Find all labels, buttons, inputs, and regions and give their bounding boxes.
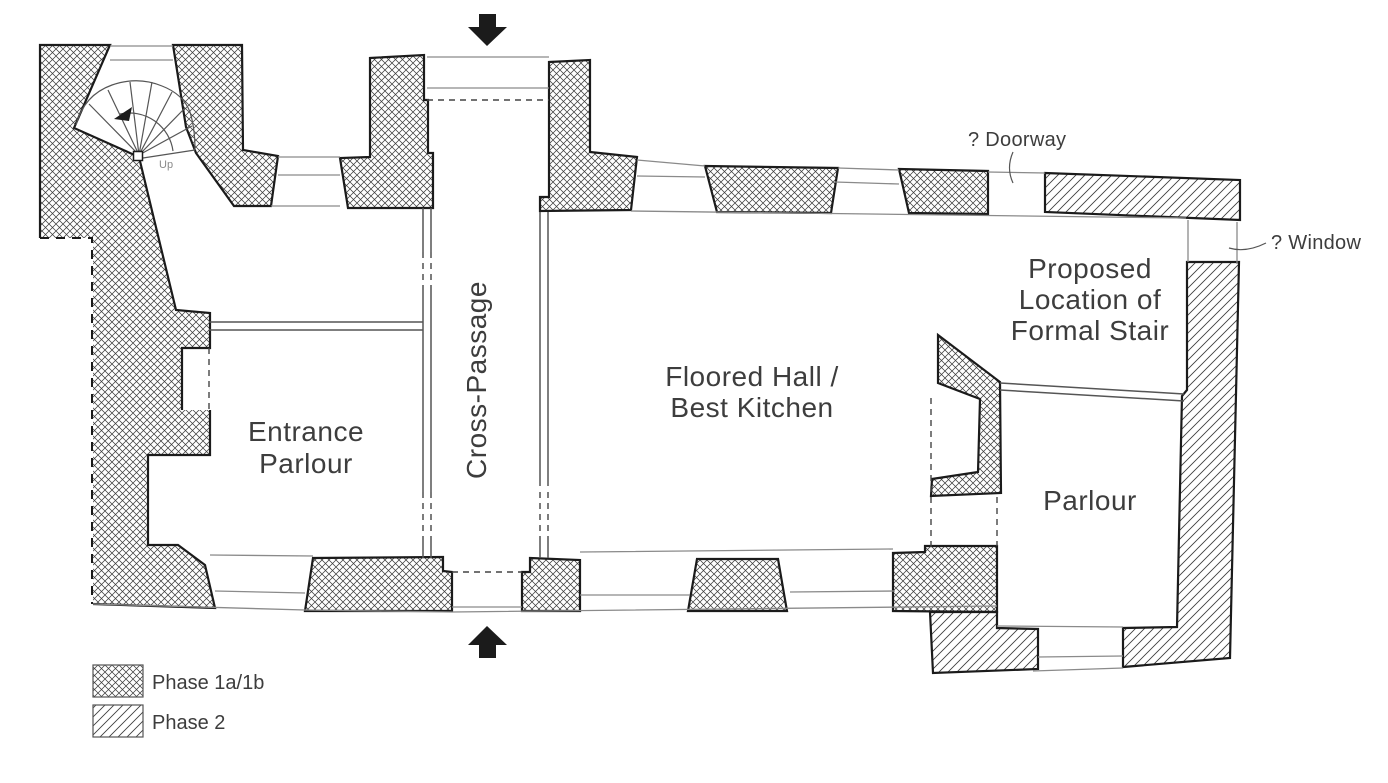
passage-west-door-dashes [422,252,432,540]
stair-outer-arc [75,80,196,151]
west-wall-outline [38,43,212,410]
entrance-parlour-label-line2: Parlour [259,448,353,479]
legend-swatch-phase2 [92,704,144,738]
passage-ne-pier [538,58,639,213]
west-wall-dashed-edge [40,237,93,604]
hall-north-sills [636,175,900,185]
legend-label-phase2: Phase 2 [152,712,225,734]
entrance-parlour-north-wall [209,321,423,331]
north-east-wall [1043,171,1242,222]
stair-up-label: Up [159,159,173,171]
south-inner-lines [209,548,894,557]
north-pier-1 [703,164,840,215]
spiral-stair: Up [75,80,196,171]
south-outer-line [92,603,998,613]
west-wall-mass [40,45,215,608]
partitions [209,208,1185,558]
east-wall [1121,260,1241,669]
stair-tower-ne-block [171,43,280,208]
south-pier-door-west [303,555,454,613]
south-pier-mid [686,557,789,613]
doorway-annotation: ? Doorway [968,129,1066,151]
entrance-parlour-label-line1: Entrance [248,416,364,447]
stair-direction-arrowhead [114,107,132,121]
hall-label-line1: Floored Hall / [665,361,839,392]
passage-east-door-dashes [539,492,549,540]
passage-west-partition [422,208,432,558]
doorway-leader-line [1008,151,1014,184]
parlour-south-window [996,625,1124,672]
parlour-sw-corner-wall [928,610,1040,675]
passage-east-partition [539,212,549,558]
window-annotation: ? Window [1271,232,1361,254]
hall-north-outer-line [636,159,1046,174]
annotations: ? Doorway ? Window [968,129,1361,254]
hall-label-line2: Best Kitchen [670,392,833,423]
north-pier-2 [897,167,990,216]
formal-stair-label-line1: Proposed [1028,253,1152,284]
cross-passage-label: Cross-Passage [461,281,492,479]
west-wall-outline-lower [92,410,217,610]
passage-nw-pier [338,53,435,210]
window-lines [92,45,1238,672]
hall-north-inner-line [630,210,1187,219]
stair-newel-post [132,150,144,162]
legend-swatch-phase1 [92,664,144,698]
south-pier-east [891,544,999,614]
stair-right-edge [142,149,196,159]
chimney-breast [929,332,1003,498]
legend-label-phase1: Phase 1a/1b [152,672,264,694]
stair-treads [88,81,193,156]
phase2-walls [928,171,1242,675]
south-pier-door-east [520,556,582,613]
window-leader-line [1228,242,1267,251]
nw-window [271,156,340,207]
top-door-threshold [427,56,549,89]
parlour-label: Parlour [1043,485,1137,516]
formal-stair-label-line3: Formal Stair [1011,315,1169,346]
room-labels: Cross-Passage Entrance Parlour Floored H… [248,253,1169,516]
formal-stair-label-line2: Location of [1019,284,1162,315]
south-entry-arrow-icon [468,626,507,658]
legend: Phase 1a/1b Phase 2 [92,664,264,738]
north-entry-arrow-icon [468,14,507,46]
south-sills [214,590,896,596]
east-window-jambs [1187,220,1238,264]
parlour-north-partition [999,382,1185,402]
stair-top-window [110,45,173,61]
